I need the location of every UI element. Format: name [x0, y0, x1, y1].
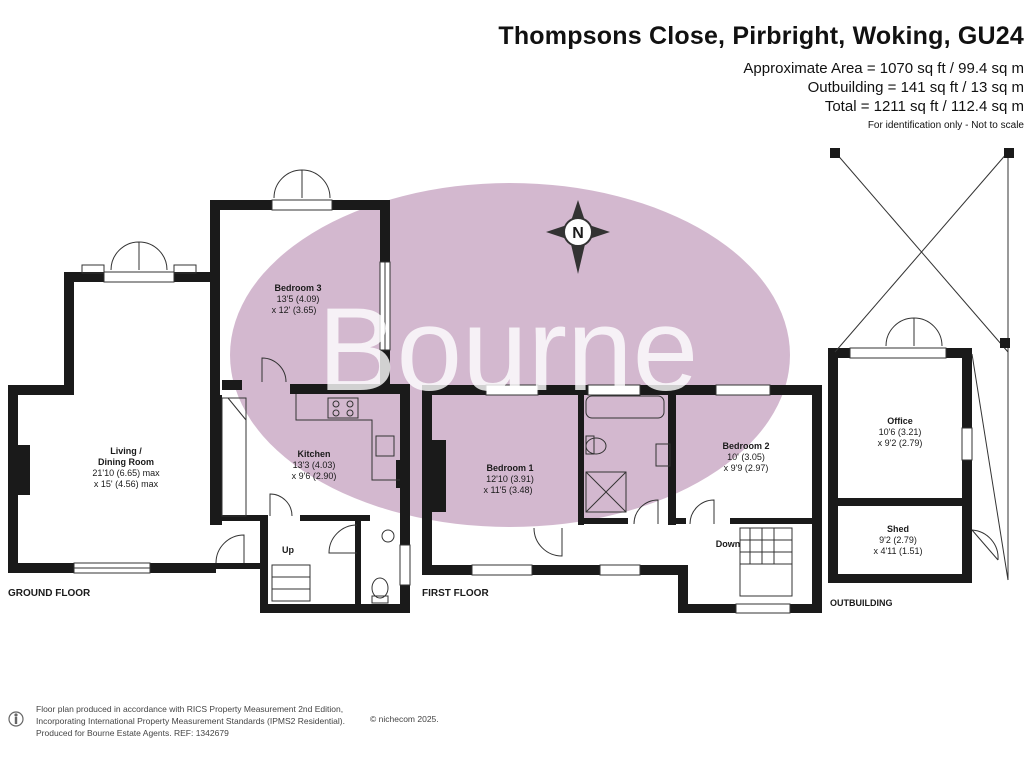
copyright: © nichecom 2025. [370, 714, 439, 724]
approximate-area: Approximate Area = 1070 sq ft / 99.4 sq … [743, 60, 1024, 77]
footer-line-3: Produced for Bourne Estate Agents. REF: … [36, 728, 229, 738]
total-area: Total = 1211 sq ft / 112.4 sq m [824, 98, 1024, 115]
bedroom2-dim: 10' (3.05) [727, 452, 765, 462]
ground-floor-label: GROUND FLOOR [8, 588, 91, 599]
scale-disclaimer: For identification only - Not to scale [867, 120, 1024, 131]
shed-dim: 9'2 (2.79) [879, 535, 917, 545]
compass-letter: N [572, 225, 584, 242]
living-room-name: Living / [110, 446, 142, 456]
bedroom1-dim: 12'10 (3.91) [486, 474, 534, 484]
living-room-name-2: Dining Room [98, 457, 154, 467]
property-header: Thompsons Close, Pirbright, Woking, GU24… [424, 22, 1024, 131]
office-dim: 10'6 (3.21) [879, 427, 922, 437]
kitchen-dim: 13'3 (4.03) [293, 460, 336, 470]
bedroom3-dim-2: x 12' (3.65) [272, 305, 317, 315]
outbuilding-corner-mark [1000, 338, 1010, 348]
footer-line-2: Incorporating International Property Mea… [36, 716, 345, 726]
watermark-ellipse [230, 183, 790, 527]
living-room-dim-2: x 15' (4.56) max [94, 479, 159, 489]
bedroom3-name: Bedroom 3 [274, 283, 321, 293]
windows-and-doors [73, 169, 999, 614]
bedroom2-name: Bedroom 2 [722, 441, 769, 451]
fixtures [221, 151, 1009, 604]
kitchen-name: Kitchen [297, 449, 330, 459]
outbuilding-label: OUTBUILDING [830, 598, 893, 608]
outbuilding-corner-mark [1004, 148, 1014, 158]
bedroom1-name: Bedroom 1 [486, 463, 533, 473]
shed-name: Shed [887, 524, 909, 534]
kitchen-dim-2: x 9'6 (2.90) [292, 471, 337, 481]
office-name: Office [887, 416, 913, 426]
office-dim-2: x 9'2 (2.79) [878, 438, 923, 448]
footer-text: Floor plan produced in accordance with R… [36, 703, 345, 739]
bedroom1-dim-2: x 11'5 (3.48) [483, 485, 532, 495]
compass-icon: N [546, 200, 610, 274]
bedroom2-dim-2: x 9'9 (2.97) [724, 463, 769, 473]
stairs-up-label: Up [282, 545, 294, 555]
watermark-text: Bourne [318, 284, 699, 416]
bedroom3-dim: 13'5 (4.09) [277, 294, 320, 304]
shed-dim-2: x 4'11 (1.51) [873, 546, 922, 556]
property-address: Thompsons Close, Pirbright, Woking, GU24 [498, 22, 1024, 50]
first-floor-label: FIRST FLOOR [422, 588, 489, 599]
living-room-dim: 21'10 (6.65) max [92, 468, 160, 478]
outbuilding-area: Outbuilding = 141 sq ft / 13 sq m [807, 79, 1024, 96]
stairs-down-label: Down [716, 539, 741, 549]
footer-line-1: Floor plan produced in accordance with R… [36, 704, 344, 714]
person-scale-icon [8, 711, 24, 727]
outbuilding-corner-mark [830, 148, 840, 158]
